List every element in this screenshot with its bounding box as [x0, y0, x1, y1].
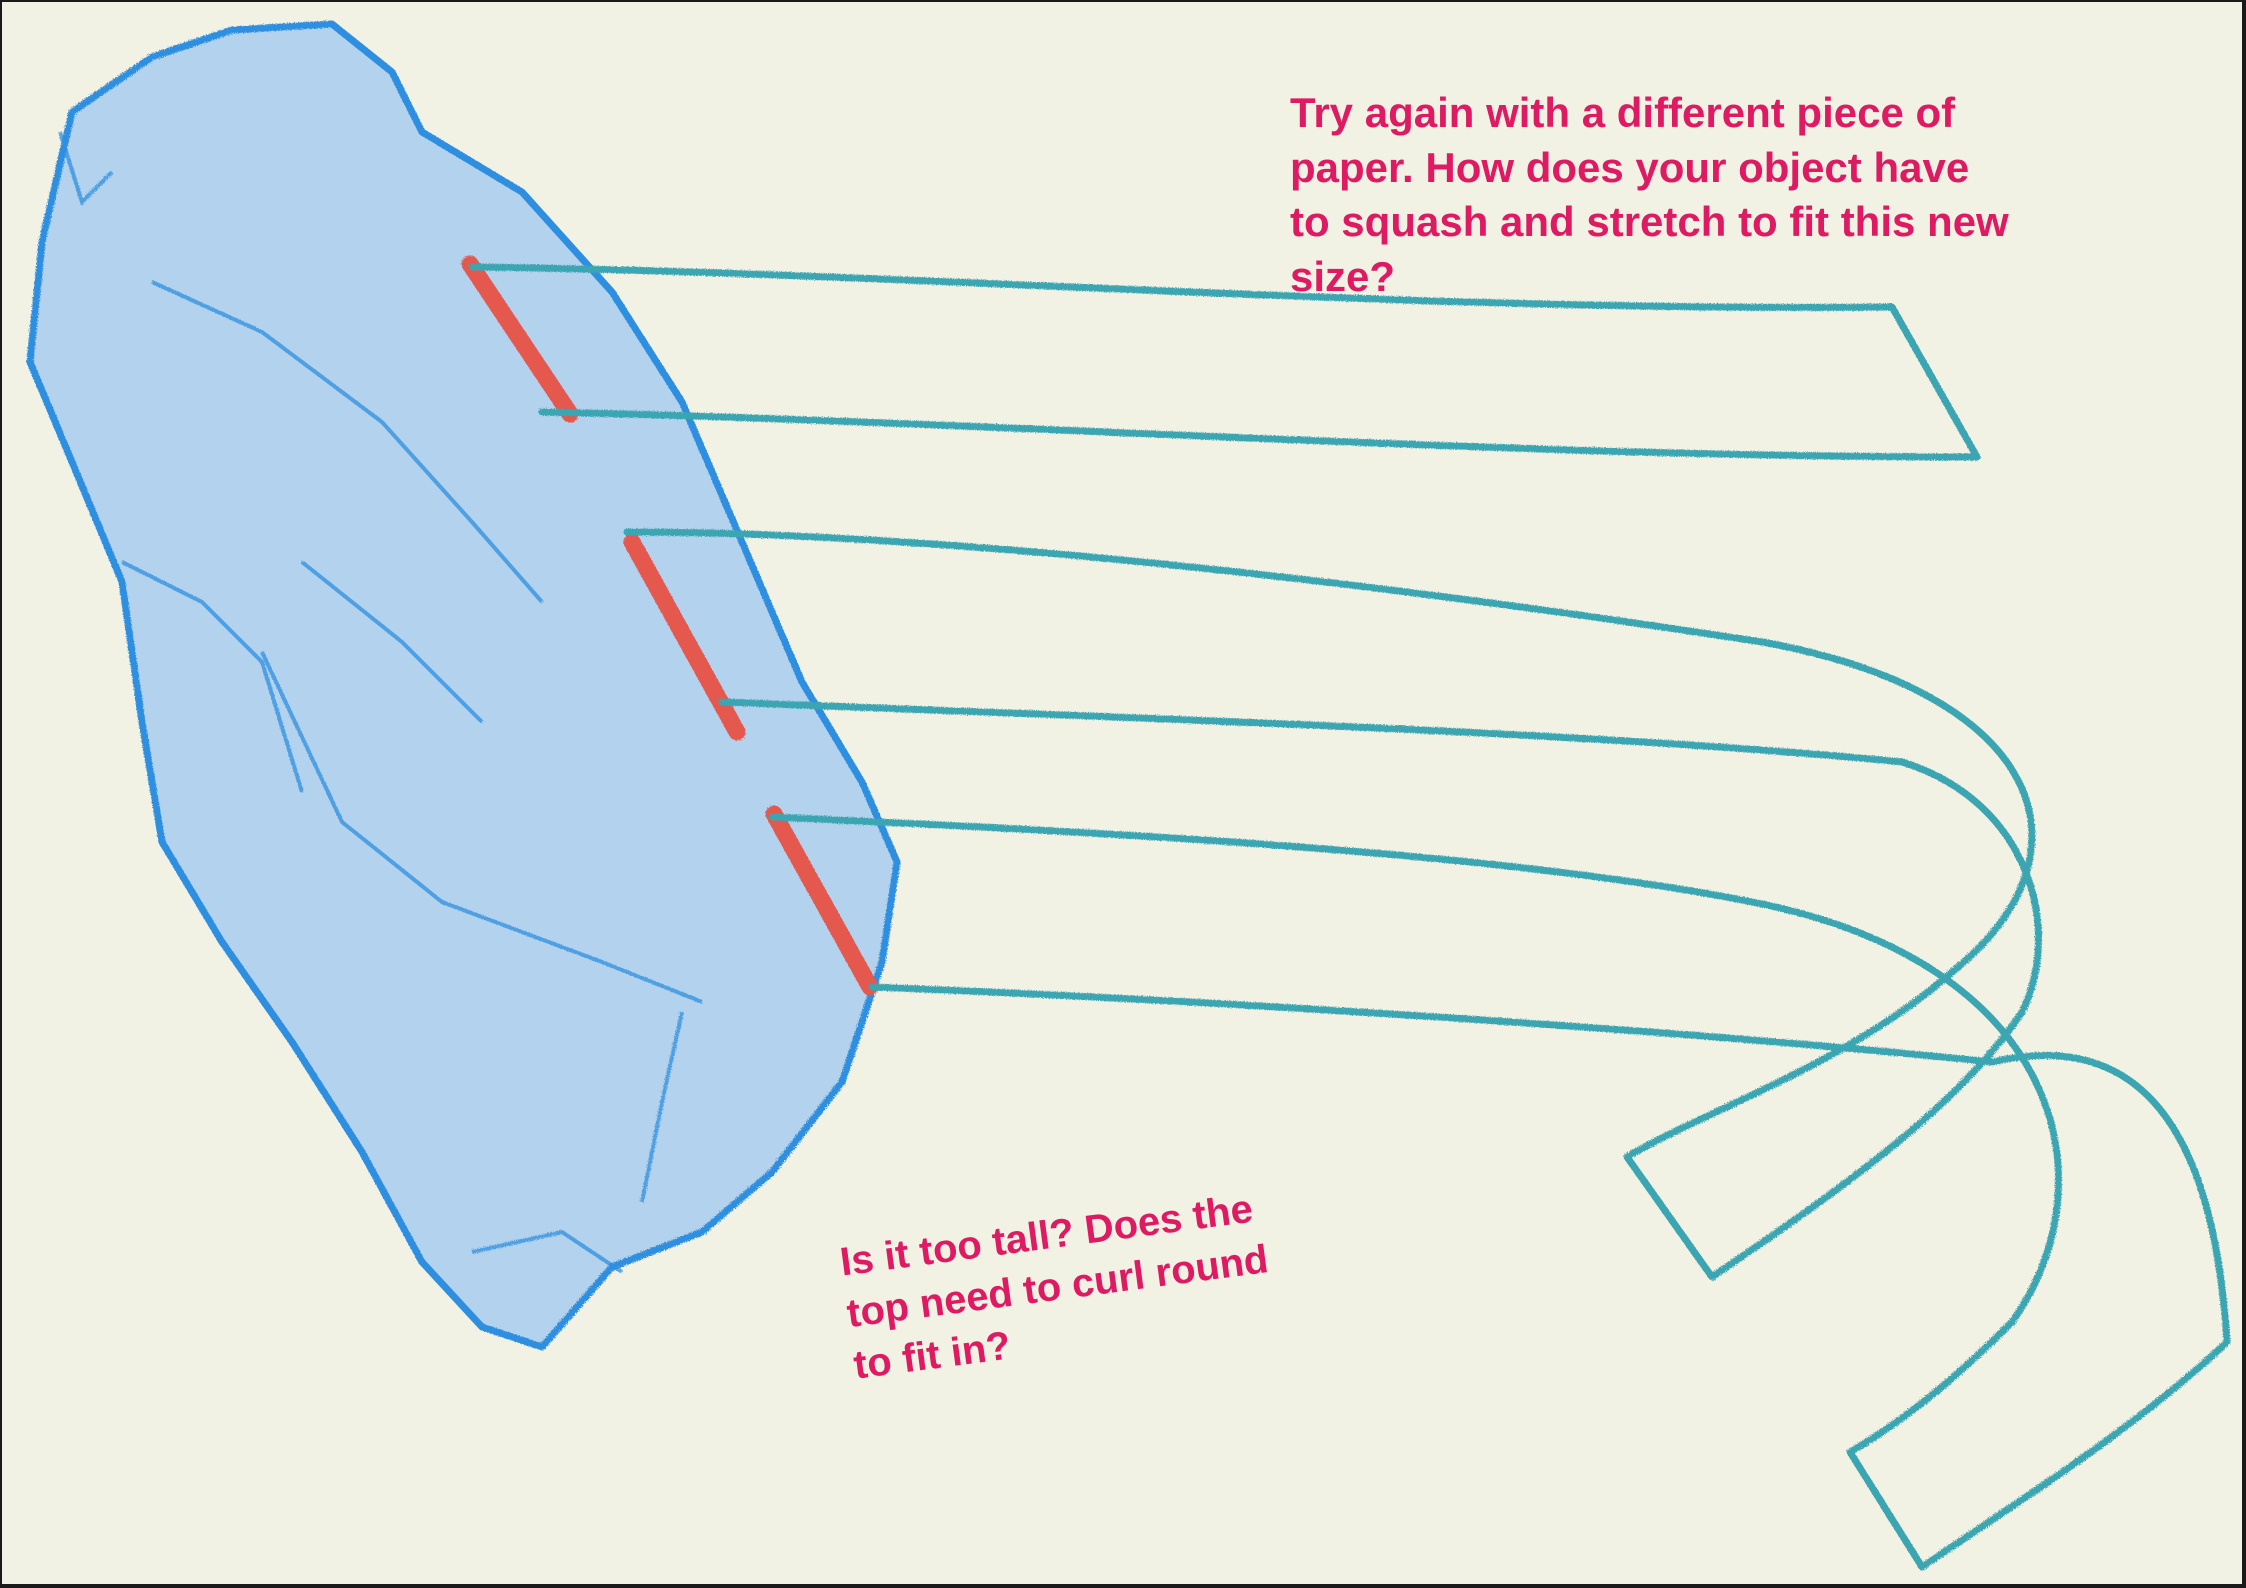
strip-bottom	[772, 817, 2227, 1567]
object-shading	[30, 24, 897, 1347]
object-drawing	[30, 24, 897, 1347]
instruction-text: Try again with a different piece of pape…	[1290, 86, 2190, 304]
